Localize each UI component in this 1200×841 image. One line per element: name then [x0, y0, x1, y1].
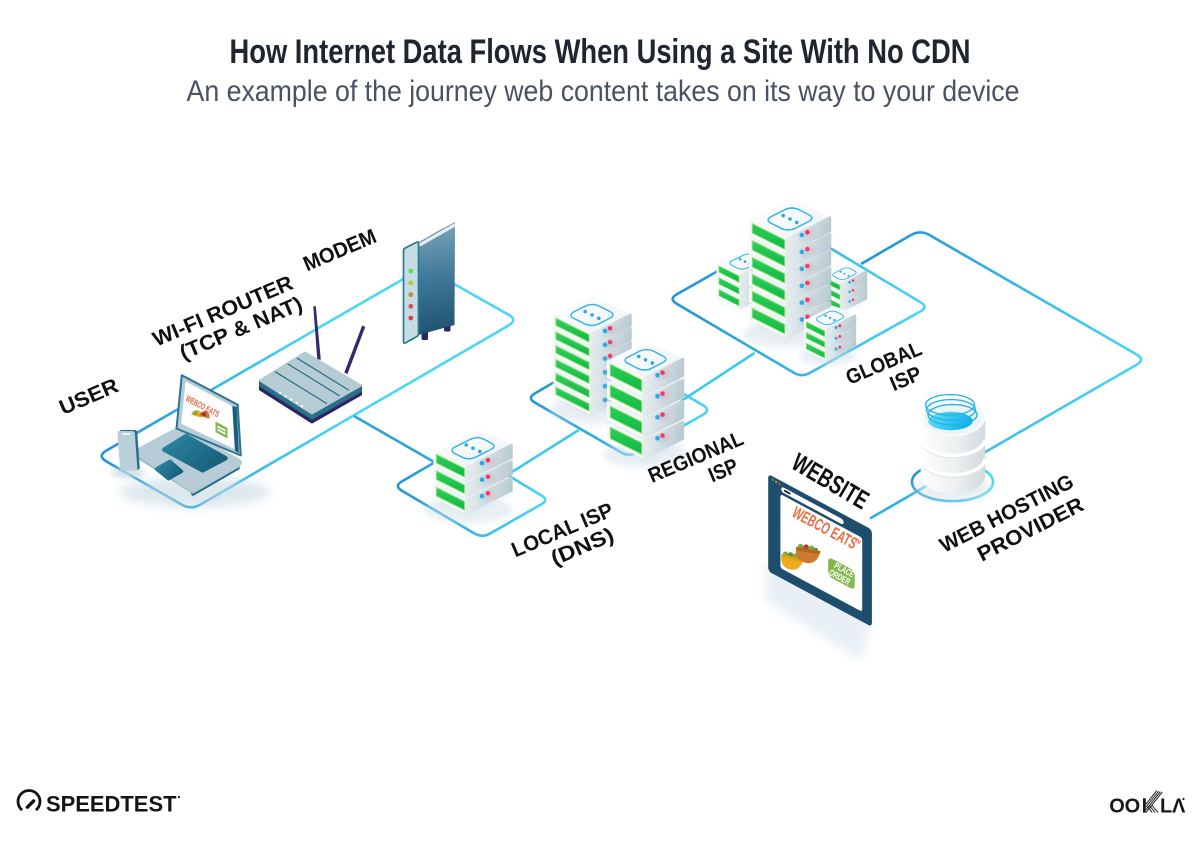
- svg-text:LΛ: LΛ: [1160, 796, 1186, 818]
- svg-text:How Internet Data Flows When U: How Internet Data Flows When Using a Sit…: [230, 33, 971, 71]
- svg-text:SPEEDTEST: SPEEDTEST: [46, 791, 177, 816]
- svg-text:TM: TM: [853, 538, 862, 547]
- svg-text:An example of the journey web: An example of the journey web content ta…: [187, 75, 1020, 108]
- svg-text:OO: OO: [1109, 796, 1140, 818]
